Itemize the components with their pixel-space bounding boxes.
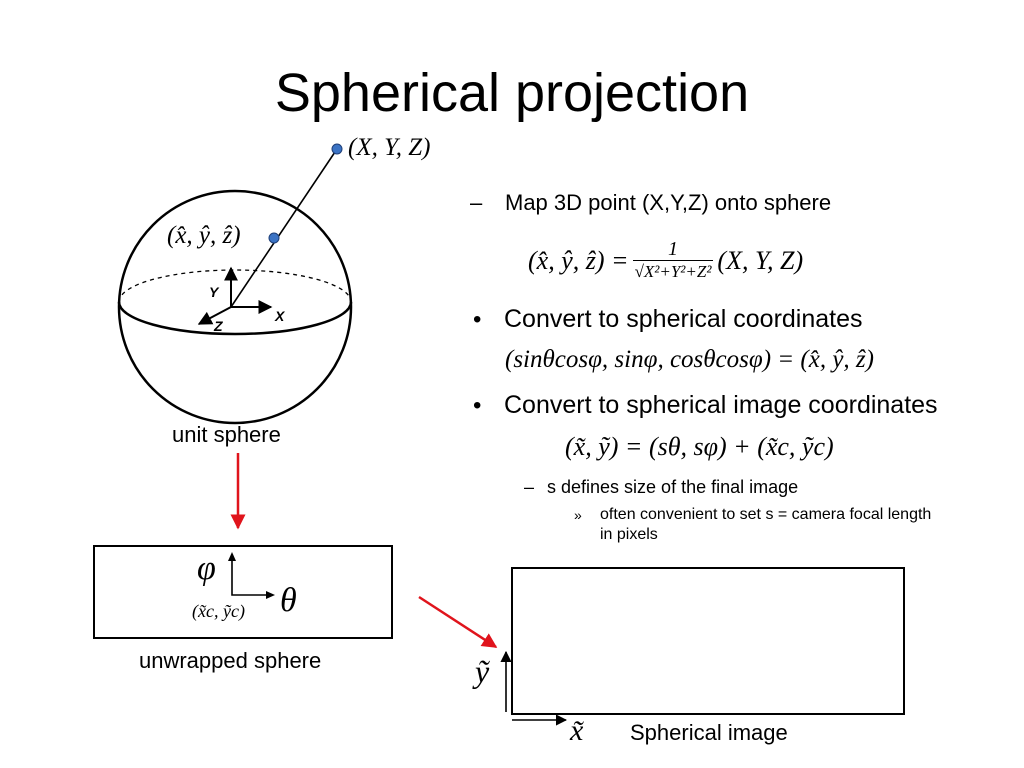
bullet-convert-spherical: Convert to spherical coordinates [504,305,863,333]
point-3d-label: (X, Y, Z) [348,134,431,161]
axis-x-label: X [275,308,285,324]
eq1-rhs: (X, Y, Z) [717,245,804,275]
sub-sub-bullet-marker: » [574,507,582,523]
spherical-image-box [511,567,905,715]
bullet-convert-image: Convert to spherical image coordinates [504,391,938,419]
bullet-dot-1: • [473,306,482,333]
point-on-sphere-label: (x̂, ŷ, ẑ) [167,222,241,249]
unit-sphere-caption: unit sphere [172,422,281,447]
sphere-equator-front [117,301,353,336]
point-3d-marker [331,143,343,155]
eq1-denominator: √X²+Y²+Z² [634,262,712,281]
eq1-fraction: 1 √X²+Y²+Z² [632,238,714,283]
focal-note-line1: often convenient to set s = camera focal… [600,506,932,523]
axis-z-arrow [197,306,232,325]
image-x-label: x̃ [570,714,584,747]
sphere-equator-back [118,269,352,303]
spherical-image-caption: Spherical image [630,720,788,745]
image-y-label: ỹ [475,653,490,689]
equation-normalize: (x̂, ŷ, ẑ) = 1 √X²+Y²+Z² (X, Y, Z) [528,238,803,283]
bullet-dot-2: • [473,392,482,419]
unwrapped-x-arrowhead [266,591,275,599]
axis-y-label: Y [209,284,219,300]
unwrapped-axes [231,556,270,596]
eq1-numerator: 1 [632,238,714,261]
theta-label: θ [280,582,297,619]
bullet-dash-1: – [470,190,483,215]
unwrapped-y-arrowhead [228,552,236,561]
sub-bullet-dash: – [524,477,535,497]
center-label: (x̃c, ỹc) [192,601,245,621]
eq1-lhs: (x̂, ŷ, ẑ) = [528,245,629,275]
phi-label: φ [197,550,216,587]
unwrapped-sphere-box [93,545,393,639]
focal-note-line2: in pixels [600,526,658,543]
unwrapped-sphere-caption: unwrapped sphere [139,648,322,673]
point-on-sphere-marker [268,232,280,244]
slide-title: Spherical projection [274,63,750,123]
sub-bullet-size: s defines size of the final image [547,477,799,497]
equation-spherical: (sinθcosφ, sinφ, cosθcosφ) = (x̂, ŷ, ẑ) [505,346,874,373]
equation-image-coords: (x̃, ỹ) = (sθ, sφ) + (x̃c, ỹc) [565,432,834,461]
unit-sphere [117,143,353,425]
projection-ray [230,148,338,308]
red-arrow-diagonal [418,595,498,649]
axis-z-label: Z [214,318,223,334]
bullet-map-point: Map 3D point (X,Y,Z) onto sphere [505,190,832,215]
